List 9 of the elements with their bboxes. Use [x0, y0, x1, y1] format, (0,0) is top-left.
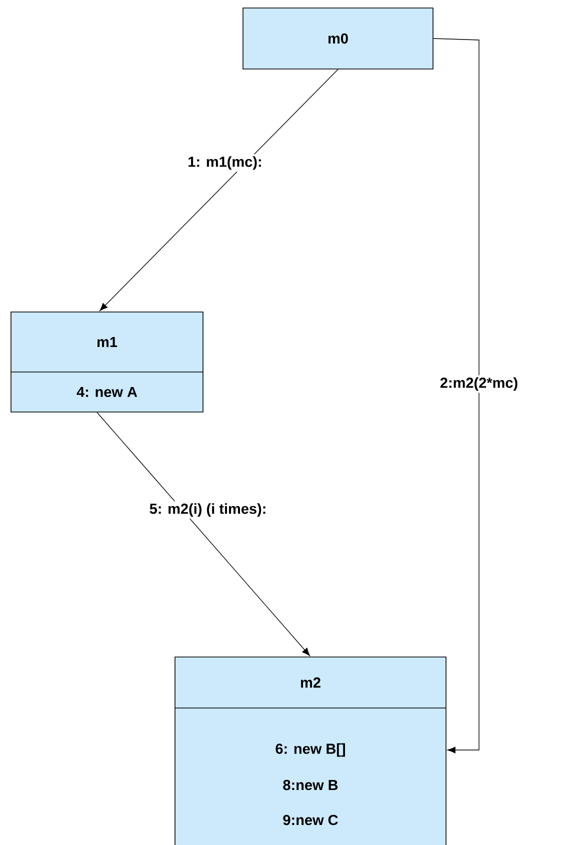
class-box: m0: [242, 8, 434, 70]
edge-label: 2:m2(2*mc): [438, 375, 520, 393]
arrow: [100, 69, 338, 311]
arrow: [433, 38, 480, 754]
arrow: [96, 412, 310, 656]
class-box: m2 6: new B[] 8:new B 9:new C: [174, 656, 446, 845]
edge-label: 5: m2(i) (i times):: [147, 501, 269, 519]
class-box: m1 4: new A: [10, 312, 204, 412]
edge-label: 1: m1(mc):: [186, 154, 264, 172]
